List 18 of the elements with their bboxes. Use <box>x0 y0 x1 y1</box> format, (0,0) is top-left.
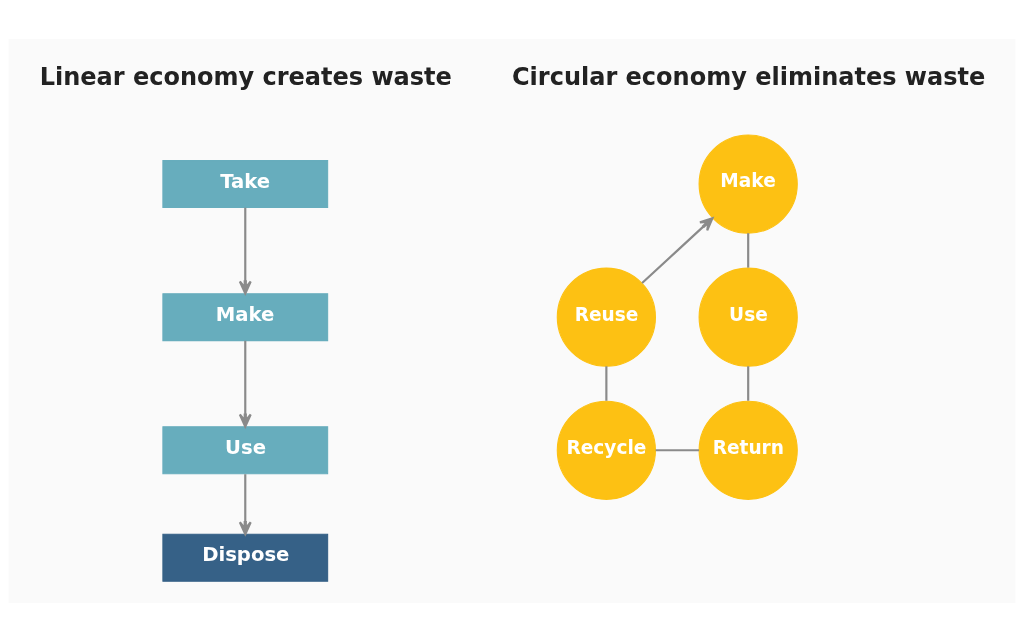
node-circle: Recycle <box>556 400 656 500</box>
label: Linear economy creates waste <box>39 63 452 92</box>
node-box: Make <box>162 293 329 342</box>
arrow <box>238 474 252 536</box>
node-circle: Return <box>698 400 798 500</box>
connector <box>747 366 750 401</box>
connector <box>605 366 608 401</box>
label: Circular economy eliminates waste <box>512 63 986 92</box>
node-box: Use <box>162 426 329 475</box>
connector <box>747 233 750 268</box>
node-circle: Use <box>698 267 798 367</box>
node-circle: Reuse <box>556 267 656 367</box>
arrow <box>641 217 714 284</box>
arrow <box>238 207 252 295</box>
node-box: Dispose <box>162 533 329 582</box>
node-box: Take <box>162 160 329 209</box>
arrow <box>238 340 252 428</box>
connector <box>655 449 700 452</box>
